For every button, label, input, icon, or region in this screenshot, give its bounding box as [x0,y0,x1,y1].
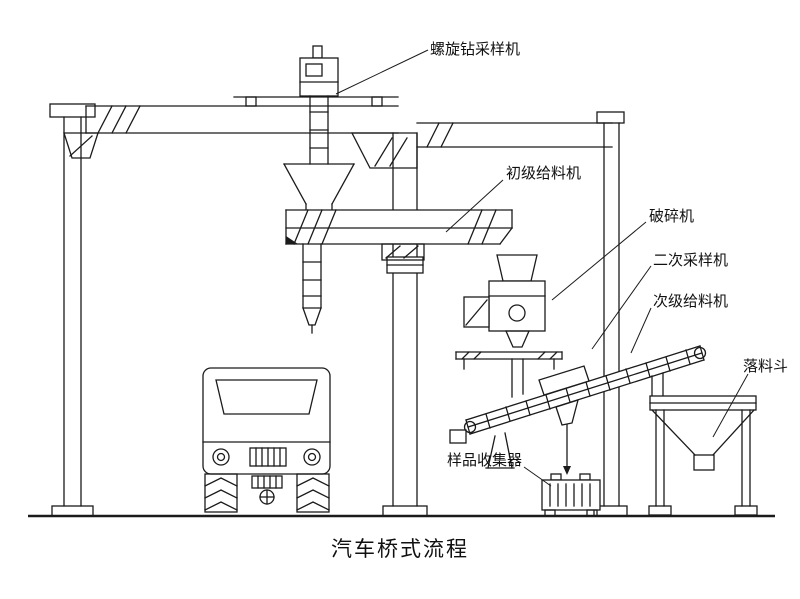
leader-auger-sampler [335,49,429,95]
diagram-title: 汽车桥式流程 [331,537,469,561]
truck-wheel-right [296,473,330,513]
label-secondary-feeder: 次级给料机 [653,292,728,310]
crusher-machine [455,254,563,398]
sampler-discharge-funnel [283,163,355,211]
bridge-beam-right [416,122,613,148]
leader-primary-feeder [445,179,504,233]
gantry-frame [49,96,628,517]
label-primary-feeder: 初级给料机 [506,164,581,182]
auger-sampler-machine [283,45,355,211]
label-sample-collector: 样品收集器 [447,451,522,469]
label-drop-hopper: 落料斗 [743,357,788,375]
gantry-right-pole [593,111,628,517]
secondary-sampler-machine [538,365,590,475]
truck-headlight-right [303,448,321,466]
drop-hopper [648,395,758,516]
secondary-feeder-conveyor [449,345,707,469]
sample-collector [541,473,601,517]
auger-drill-tube [302,243,322,334]
truck [202,367,331,513]
gantry-left-column [49,103,99,517]
truck-wheel-left [204,473,238,513]
label-auger-sampler: 螺旋钻采样机 [430,40,520,58]
leader-secondary-sampler [591,265,652,350]
leader-crusher [551,221,647,301]
bridge-beam-left [85,96,418,169]
leader-sample-collector [523,466,552,487]
leader-lines [335,49,749,487]
gantry-middle-column [382,132,428,517]
labels: 螺旋钻采样机 初级给料机 破碎机 二次采样机 次级给料机 落料斗 样品收集器 [430,40,788,469]
leader-drop-hopper [712,373,749,438]
label-secondary-sampler: 二次采样机 [653,251,728,269]
primary-feeder-conveyor [285,209,513,261]
truck-windshield [215,379,318,415]
crusher-platform [455,351,563,398]
truck-headlight-left [212,448,230,466]
leader-secondary-feeder [630,307,652,354]
label-crusher: 破碎机 [649,207,694,225]
